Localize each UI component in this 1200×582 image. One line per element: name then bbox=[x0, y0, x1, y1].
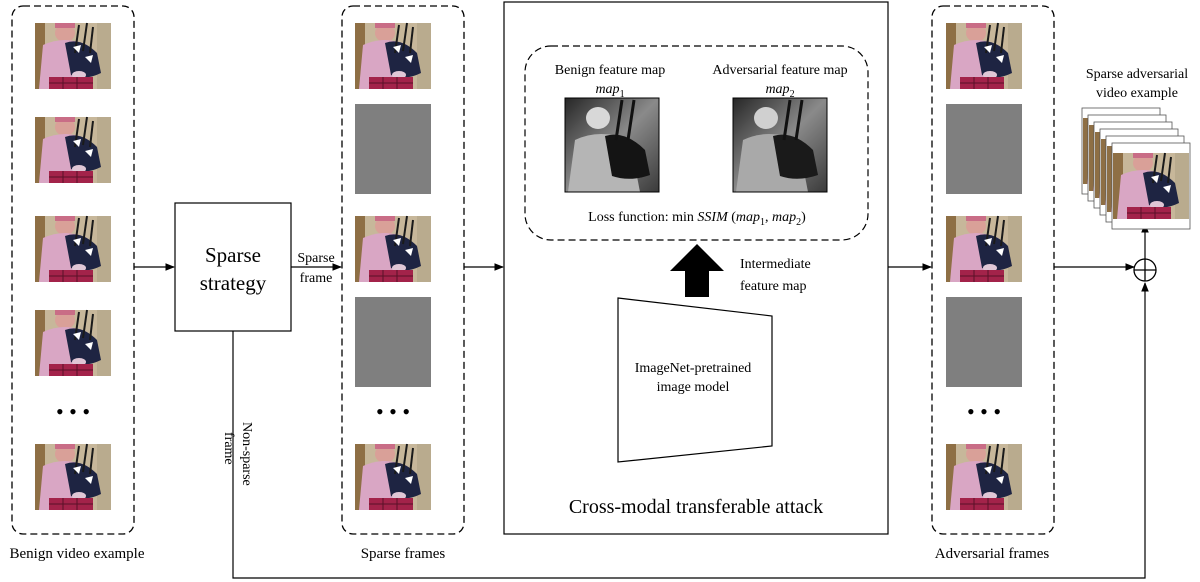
feature-up-arrow bbox=[670, 244, 724, 297]
blank-frame bbox=[946, 104, 1022, 194]
video-frame bbox=[35, 115, 111, 185]
map2-label: map2 bbox=[765, 82, 794, 100]
benign-feature-map-image bbox=[564, 97, 660, 193]
intermediate-label-line1: Intermediate bbox=[740, 257, 811, 272]
video-frame bbox=[35, 308, 111, 378]
adversarial-feature-map-image bbox=[732, 97, 828, 193]
video-frame bbox=[355, 21, 431, 91]
adversarial-frames: • • • bbox=[946, 21, 1022, 512]
sparse-frames-label: Sparse frames bbox=[361, 546, 446, 562]
benign-frames: • • • bbox=[35, 21, 111, 512]
sparse-adversarial-video-stack bbox=[1081, 107, 1191, 230]
ellipsis: • • • bbox=[56, 399, 90, 424]
sparse-frames-group bbox=[341, 5, 465, 535]
adversarial-frames-group bbox=[931, 5, 1055, 535]
image-model-trapezoid bbox=[617, 297, 773, 463]
sparse-strategy-label-line1: Sparse bbox=[205, 243, 261, 267]
output-label-line1: Sparse adversarial bbox=[1086, 67, 1188, 82]
benign-video-label: Benign video example bbox=[10, 546, 145, 562]
ellipsis: • • • bbox=[376, 399, 410, 424]
video-frame bbox=[355, 442, 431, 512]
blank-frame bbox=[355, 297, 431, 387]
sparse-frame-label-line1: Sparse bbox=[297, 251, 334, 266]
map1-label: map1 bbox=[595, 82, 624, 100]
video-frame bbox=[355, 214, 431, 284]
video-frame bbox=[35, 442, 111, 512]
video-frame bbox=[946, 442, 1022, 512]
sparse-strategy-box bbox=[174, 202, 292, 332]
sparse-frame-label-line2: frame bbox=[300, 271, 333, 286]
non-sparse-label-line1: Non-sparse bbox=[239, 422, 254, 486]
adversarial-frames-label: Adversarial frames bbox=[935, 546, 1050, 562]
model-label-line2: image model bbox=[657, 380, 730, 395]
attack-title: Cross-modal transferable attack bbox=[569, 496, 823, 518]
loss-group bbox=[524, 45, 869, 241]
video-frame bbox=[946, 21, 1022, 91]
non-sparse-path bbox=[232, 282, 1149, 579]
loss-function-label: Loss function: min SSIM (map1, map2) bbox=[588, 210, 806, 228]
sparse-strategy-label-line2: strategy bbox=[200, 271, 267, 295]
video-frame bbox=[35, 214, 111, 284]
stack-frame bbox=[1113, 151, 1189, 221]
sum-node bbox=[1133, 258, 1157, 282]
video-frame bbox=[35, 21, 111, 91]
non-sparse-label-line2: frame bbox=[221, 432, 236, 465]
video-frame bbox=[946, 214, 1022, 284]
adversarial-feature-map-label: Adversarial feature map bbox=[712, 63, 847, 78]
benign-feature-map-label: Benign feature map bbox=[555, 63, 665, 78]
ellipsis: • • • bbox=[967, 399, 1001, 424]
sparse-frames: • • • bbox=[355, 21, 431, 512]
blank-frame bbox=[355, 104, 431, 194]
benign-video-group bbox=[11, 5, 135, 535]
output-label-line2: video example bbox=[1096, 86, 1178, 101]
blank-frame bbox=[946, 297, 1022, 387]
intermediate-label-line2: feature map bbox=[740, 279, 806, 294]
model-label-line1: ImageNet-pretrained bbox=[635, 361, 752, 376]
